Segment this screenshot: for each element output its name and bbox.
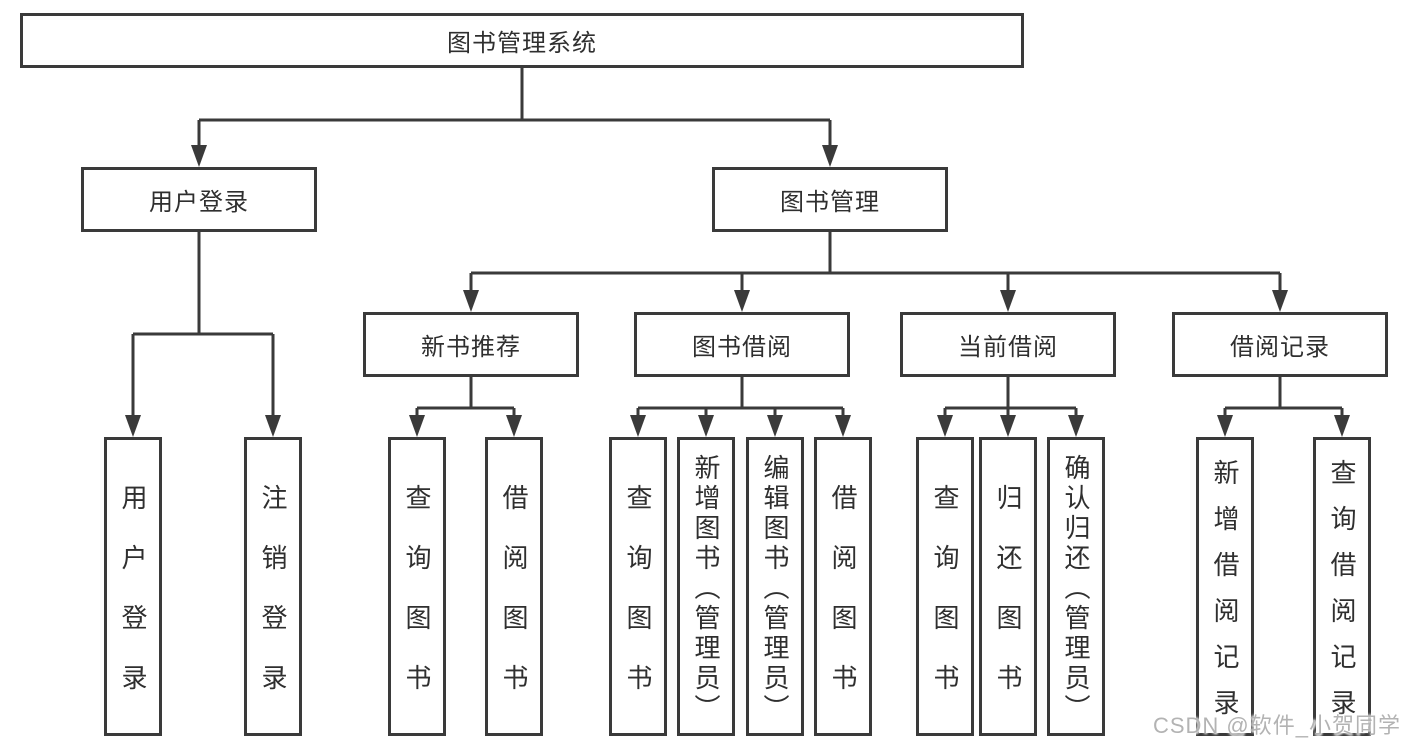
node-library-management-system: 图书管理系统 [20, 13, 1024, 68]
node-label: 注销登录 [258, 483, 288, 724]
node-label: 新增借阅记录 [1210, 458, 1240, 735]
node-label: 当前借阅 [958, 334, 1058, 361]
node-label: 借阅记录 [1230, 334, 1330, 361]
node-label: 图书管理 [780, 189, 880, 216]
node-label: 确认归还（管理员） [1061, 453, 1091, 724]
leaf-logout: 注销登录 [244, 437, 302, 736]
node-label: 用户登录 [149, 189, 249, 216]
node-label: 图书借阅 [692, 334, 792, 361]
node-label: 查询图书 [402, 483, 432, 724]
leaf-borrowing-add-books-admin: 新增图书（管理员） [677, 437, 735, 736]
leaf-records-add-record: 新增借阅记录 [1196, 437, 1254, 736]
node-label: 用户登录 [118, 483, 148, 724]
node-label: 借阅图书 [828, 483, 858, 724]
node-label: 新书推荐 [421, 334, 521, 361]
leaf-borrowing-borrow-books: 借阅图书 [814, 437, 872, 736]
leaf-borrowing-edit-books-admin: 编辑图书（管理员） [746, 437, 804, 736]
node-label: 归还图书 [993, 483, 1023, 724]
leaf-newbooks-query-books: 查询图书 [388, 437, 446, 736]
node-label: 图书管理系统 [447, 30, 597, 57]
node-label: 借阅图书 [499, 483, 529, 724]
leaf-user-login: 用户登录 [104, 437, 162, 736]
leaf-borrowing-query-books: 查询图书 [609, 437, 667, 736]
node-user-login: 用户登录 [81, 167, 317, 232]
leaf-newbooks-borrow-books: 借阅图书 [485, 437, 543, 736]
node-book-management: 图书管理 [712, 167, 948, 232]
watermark: CSDN @软件_小贺同学 [1152, 713, 1401, 738]
node-label: 编辑图书（管理员） [760, 453, 790, 724]
node-borrowing-records: 借阅记录 [1172, 312, 1388, 377]
node-book-borrowing: 图书借阅 [634, 312, 850, 377]
node-current-borrowing: 当前借阅 [900, 312, 1116, 377]
leaf-current-query-books: 查询图书 [916, 437, 974, 736]
node-label: 查询图书 [623, 483, 653, 724]
node-label: 查询图书 [930, 483, 960, 724]
node-label: 查询借阅记录 [1327, 458, 1357, 735]
leaf-current-return-books: 归还图书 [979, 437, 1037, 736]
node-label: 新增图书（管理员） [691, 453, 721, 724]
leaf-records-query-record: 查询借阅记录 [1313, 437, 1371, 736]
leaf-current-confirm-return-admin: 确认归还（管理员） [1047, 437, 1105, 736]
node-new-book-recommendation: 新书推荐 [363, 312, 579, 377]
